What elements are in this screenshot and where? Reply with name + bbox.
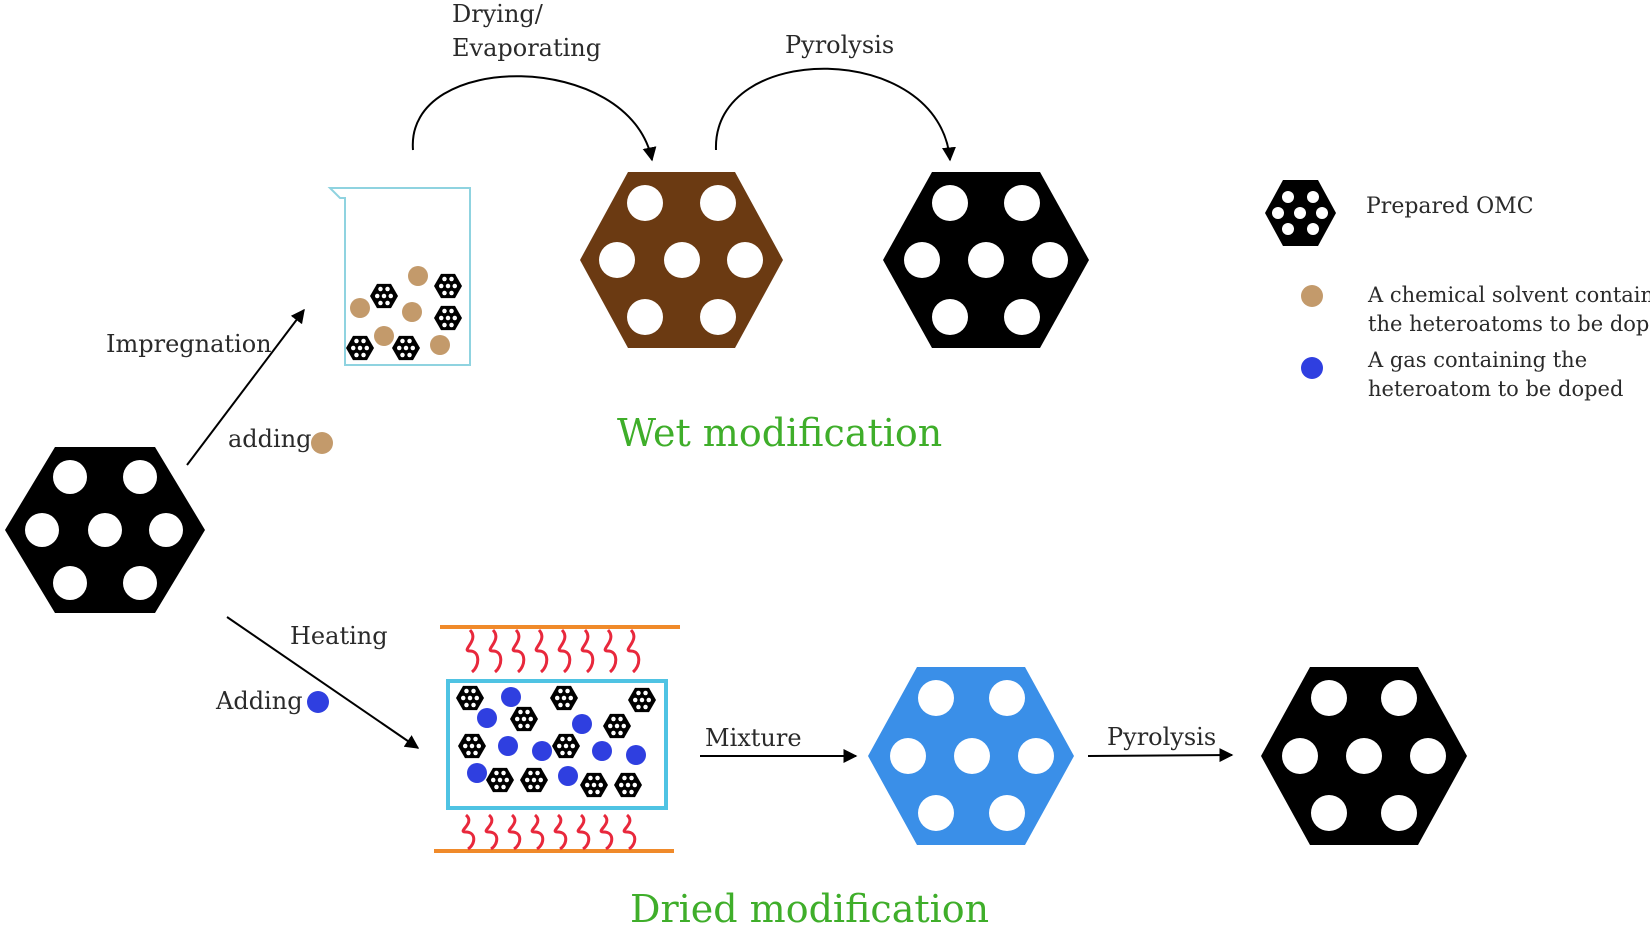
beaker — [327, 187, 471, 366]
reaction-chamber — [446, 679, 668, 810]
mini-omc-particle — [434, 273, 462, 299]
mini-omc-particle — [550, 685, 578, 711]
mini-omc-particle — [434, 305, 462, 331]
pyrolysis-bottom-label: Pyrolysis — [1107, 723, 1216, 751]
starting-omc-hexagon — [5, 447, 205, 613]
mini-omc-particle — [510, 706, 538, 732]
wet-modification-title: Wet modification — [617, 411, 942, 455]
dried-omc-hexagon — [868, 667, 1074, 845]
heater-wave — [622, 813, 637, 851]
mini-omc-particle — [580, 772, 608, 798]
dried-final-omc-hexagon — [1261, 667, 1467, 845]
legend-gas-dot-icon — [1301, 357, 1323, 379]
solvent-dot-icon — [311, 432, 333, 454]
wet-omc-hexagon — [580, 172, 783, 348]
heater-wave — [488, 628, 503, 674]
adding-gas-label: Adding — [215, 687, 303, 715]
bottom-heater-waves — [461, 813, 637, 851]
mini-omc-particle — [628, 687, 656, 713]
legend-gas-line1: A gas containing the — [1367, 348, 1587, 372]
mini-omc-particle — [614, 772, 642, 798]
pyrolysis-top-label: Pyrolysis — [785, 31, 894, 59]
drying-label: Drying/ — [452, 0, 544, 28]
mini-omc-particle — [486, 767, 514, 793]
heater-wave — [599, 813, 614, 851]
heater-wave — [626, 628, 641, 674]
heater-wave — [530, 813, 545, 851]
mini-omc-particle — [603, 713, 631, 739]
impregnation-arrow — [186, 308, 305, 466]
heater-wave — [557, 628, 572, 674]
legend-gas-line2: heteroatom to be doped — [1368, 377, 1623, 401]
mini-omc-particle — [552, 733, 580, 759]
legend-solvent-line2: the heteroatoms to be doped — [1368, 312, 1650, 336]
legend-solvent-dot-icon — [1301, 285, 1323, 307]
mini-omc-particle — [370, 283, 398, 309]
mini-omc-particle — [520, 767, 548, 793]
mini-omc-particle — [346, 335, 374, 361]
legend-solvent-line1: A chemical solvent containing — [1367, 283, 1650, 307]
wet-final-omc-hexagon — [883, 172, 1089, 348]
mixture-label: Mixture — [705, 724, 802, 752]
dried-modification-title: Dried modification — [630, 887, 989, 931]
heater-wave — [484, 813, 499, 851]
mini-omc-particle — [456, 685, 484, 711]
beaker-omc-particles — [346, 273, 462, 361]
heater-wave — [576, 813, 591, 851]
mini-omc-particle — [458, 733, 486, 759]
heater-wave — [603, 628, 618, 674]
gas-dot-icon — [307, 691, 329, 713]
pyrolysis-bottom-arrow — [1087, 748, 1234, 763]
impregnation-label: Impregnation — [106, 330, 272, 358]
adding-solvent-label: adding — [228, 425, 312, 453]
heater-wave — [511, 628, 526, 674]
heating-label: Heating — [290, 622, 388, 650]
top-heater-waves — [465, 628, 641, 674]
legend-omc-label: Prepared OMC — [1366, 194, 1534, 219]
heater-wave — [507, 813, 522, 851]
heater-wave — [553, 813, 568, 851]
heater-wave — [465, 628, 480, 674]
drying-arrow — [411, 75, 657, 162]
evaporating-label: Evaporating — [452, 34, 601, 62]
heater-wave — [461, 813, 476, 851]
chamber-omc-particles — [456, 685, 656, 798]
mini-omc-particle — [392, 335, 420, 361]
pyrolysis-top-arrow — [714, 67, 956, 162]
heater-wave — [580, 628, 595, 674]
heating-arrow — [226, 616, 420, 749]
heater-wave — [534, 628, 549, 674]
legend-omc-icon — [1265, 180, 1336, 246]
chamber-gas-dots — [467, 687, 646, 786]
